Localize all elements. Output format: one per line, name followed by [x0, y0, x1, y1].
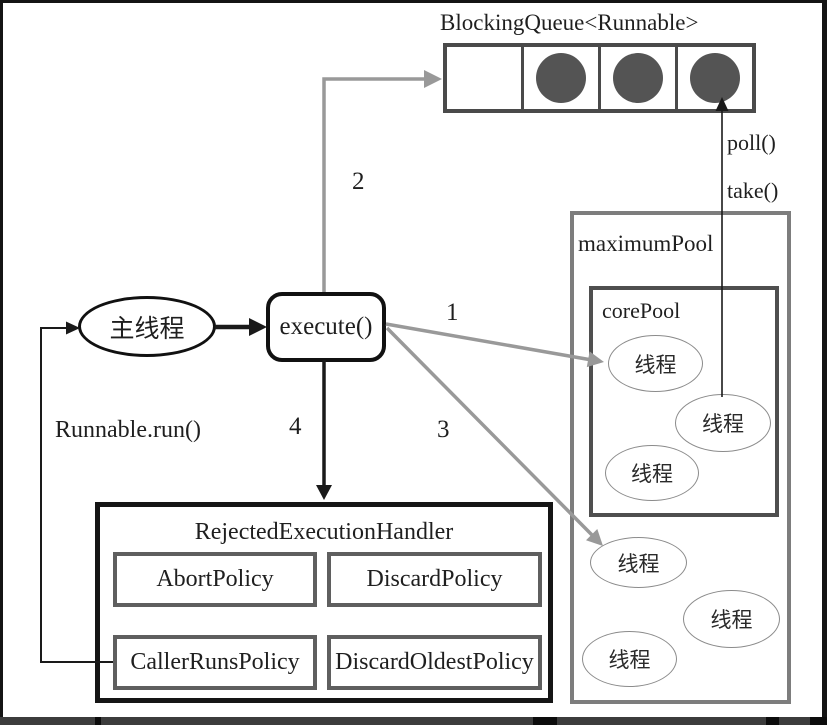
frame-right [822, 0, 827, 725]
step-3-label: 3 [437, 416, 450, 443]
queue-cell [447, 47, 524, 109]
queue-title: BlockingQueue<Runnable> [440, 10, 699, 35]
step4-arrowhead-icon [316, 485, 332, 500]
maximum-pool-label: maximumPool [578, 231, 714, 256]
step-1-label: 1 [446, 299, 459, 326]
thread-ellipse-max-1: 线程 [590, 537, 687, 588]
frame-top [0, 0, 827, 3]
handler-title: RejectedExecutionHandler [194, 519, 454, 545]
queue-cell [524, 47, 601, 109]
main-thread-ellipse: 主线程 [78, 296, 216, 357]
main-to-execute-arrowhead-icon [249, 318, 267, 336]
band-segment [766, 717, 779, 725]
policy-abort: AbortPolicy [113, 552, 317, 607]
queue-cell [678, 47, 752, 109]
core-pool-label: corePool [602, 298, 681, 323]
band-segment [810, 717, 827, 725]
thread-ellipse-max-2: 线程 [683, 590, 780, 648]
task-circle [613, 53, 663, 103]
step2-arrowhead-icon [424, 70, 442, 88]
thread-ellipse-core-2: 线程 [675, 394, 771, 452]
band-segment [533, 717, 557, 725]
thread-ellipse-core-3: 线程 [605, 445, 699, 501]
step1-line [385, 322, 590, 362]
blocking-queue [443, 43, 756, 113]
step2-line [322, 77, 425, 292]
step-4-label: 4 [289, 413, 302, 440]
queue-cell [601, 47, 678, 109]
execute-node: execute() [266, 292, 386, 362]
take-label: take() [727, 178, 779, 203]
task-circle [690, 53, 740, 103]
runnable-run-label: Runnable.run() [55, 417, 201, 443]
frame-bottom-band [0, 717, 827, 725]
policy-caller-runs: CallerRunsPolicy [113, 635, 317, 690]
policy-discard-oldest: DiscardOldestPolicy [327, 635, 542, 690]
thread-ellipse-max-3: 线程 [582, 631, 677, 687]
thread-ellipse-core-1: 线程 [608, 335, 703, 392]
poll-label: poll() [727, 130, 776, 155]
task-circle [536, 53, 586, 103]
frame-left [0, 0, 3, 725]
policy-discard: DiscardPolicy [327, 552, 542, 607]
step-2-label: 2 [352, 168, 365, 195]
band-segment [95, 717, 101, 725]
rejected-execution-handler-box: RejectedExecutionHandler AbortPolicy Dis… [95, 502, 553, 703]
